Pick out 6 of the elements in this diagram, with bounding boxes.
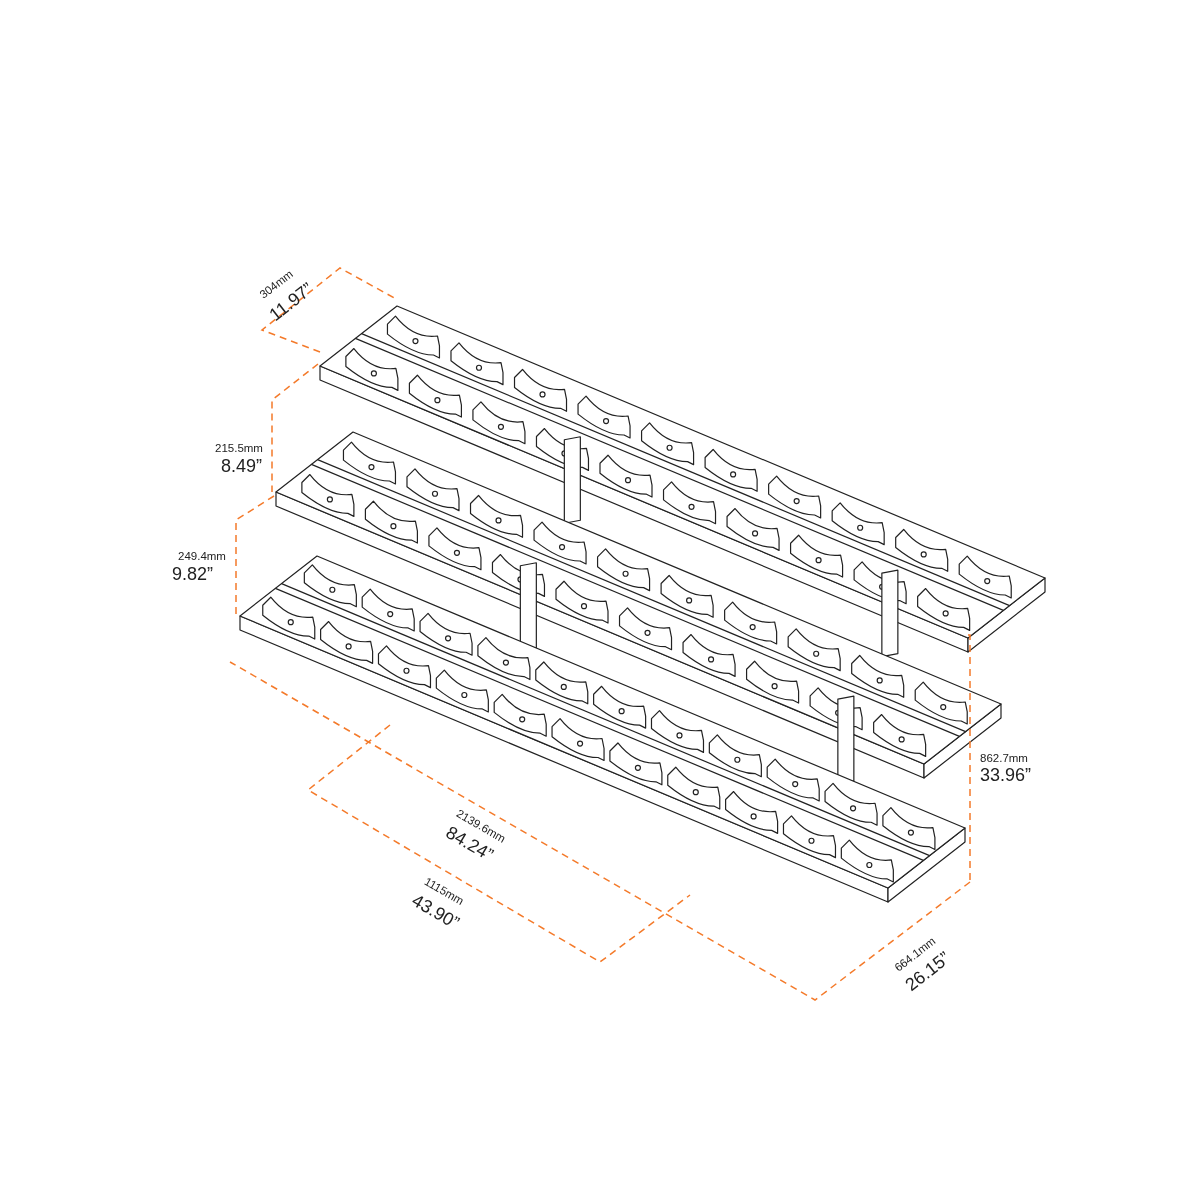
dimension-label: 8.49” bbox=[221, 457, 263, 475]
dimension-label: 862.7mm bbox=[980, 753, 1028, 765]
dimension-label: 33.96” bbox=[980, 766, 1032, 784]
dimension-label: 215.5mm bbox=[215, 443, 263, 455]
dimension-label: 249.4mm bbox=[178, 551, 226, 563]
dimension-label: 9.82” bbox=[172, 565, 214, 583]
